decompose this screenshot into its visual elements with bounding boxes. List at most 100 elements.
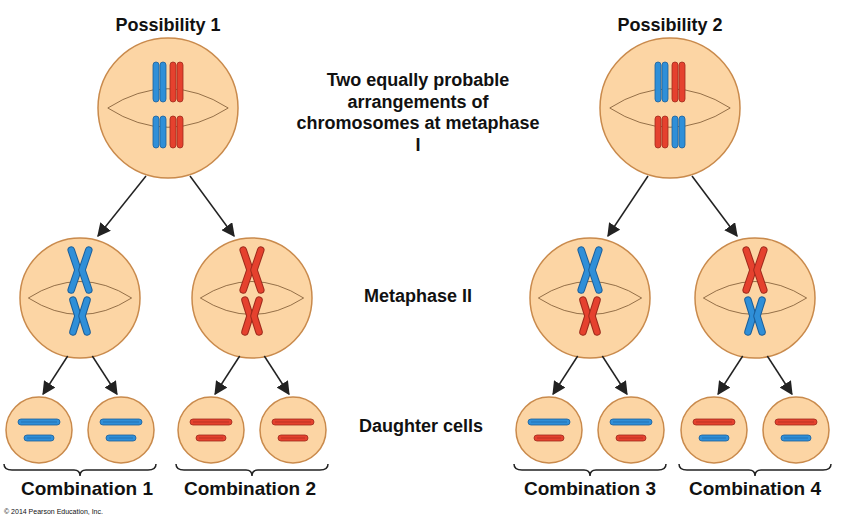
chromosome bbox=[616, 435, 646, 441]
cell-membrane bbox=[681, 397, 747, 463]
chromosome bbox=[272, 419, 314, 425]
chromatid bbox=[245, 300, 250, 332]
cell-membrane bbox=[192, 238, 312, 358]
chromatid bbox=[583, 300, 588, 332]
chromatid bbox=[655, 62, 661, 102]
chromatid bbox=[82, 300, 87, 332]
chromatid bbox=[254, 250, 261, 290]
cell bbox=[516, 397, 582, 463]
spindle-fiber bbox=[108, 89, 228, 108]
spindle-fiber bbox=[610, 89, 730, 108]
cell-membrane bbox=[178, 397, 244, 463]
cell-membrane bbox=[6, 397, 72, 463]
cell-membrane bbox=[598, 397, 664, 463]
chromatid bbox=[757, 250, 764, 290]
cell-membrane bbox=[260, 397, 326, 463]
cell bbox=[260, 397, 326, 463]
copyright-note: © 2014 Pearson Education, Inc. bbox=[4, 508, 103, 516]
chromatid-outline bbox=[581, 250, 588, 290]
chromatid-line bbox=[275, 422, 311, 423]
arrow bbox=[215, 356, 240, 394]
chromatid-outline bbox=[71, 250, 78, 290]
chromosome bbox=[24, 435, 54, 441]
cell-membrane bbox=[763, 397, 829, 463]
chromatid bbox=[672, 62, 678, 102]
chromatid-outline bbox=[245, 300, 250, 332]
chromosome bbox=[610, 419, 652, 425]
spindle-fiber bbox=[28, 282, 131, 299]
chromatid bbox=[592, 300, 597, 332]
arrow bbox=[92, 356, 117, 394]
cell-membrane bbox=[695, 238, 815, 358]
chromatid bbox=[82, 250, 89, 290]
cell-membrane bbox=[516, 397, 582, 463]
chromatid bbox=[153, 62, 159, 102]
chromatid bbox=[254, 300, 259, 332]
spindle-fiber bbox=[538, 282, 641, 299]
chromatid bbox=[662, 62, 668, 102]
chromatid bbox=[177, 62, 183, 102]
stage-label: Metaphase II bbox=[328, 286, 508, 308]
arrow bbox=[553, 356, 578, 394]
combination-label: Combination 2 bbox=[170, 478, 330, 501]
chromatid-outline bbox=[583, 300, 588, 332]
chromosome bbox=[278, 435, 308, 441]
chromatid-outline bbox=[243, 250, 250, 290]
chromatid bbox=[243, 250, 250, 290]
combination-label: Combination 3 bbox=[510, 478, 670, 501]
chromatid bbox=[160, 116, 166, 148]
chromatid-line bbox=[109, 438, 133, 439]
cell bbox=[88, 397, 154, 463]
spindle-fiber bbox=[200, 282, 303, 299]
chromatid bbox=[177, 116, 183, 148]
chromatid-outline bbox=[757, 250, 764, 290]
chromatid-outline bbox=[73, 300, 78, 332]
chromatid-line bbox=[199, 438, 223, 439]
chromatid-line bbox=[619, 438, 643, 439]
chromatid-line bbox=[531, 422, 567, 423]
chromosome bbox=[106, 435, 136, 441]
spindle-fiber bbox=[703, 282, 806, 299]
chromatid bbox=[581, 250, 588, 290]
arrow bbox=[43, 356, 68, 394]
arrow bbox=[692, 176, 737, 236]
chromatid bbox=[748, 300, 753, 332]
spindle-fiber bbox=[108, 108, 228, 127]
cell-membrane bbox=[88, 397, 154, 463]
chromatid bbox=[73, 300, 78, 332]
cell bbox=[598, 397, 664, 463]
chromatid-outline bbox=[592, 300, 597, 332]
chromatid bbox=[71, 250, 78, 290]
stage-label: Daughter cells bbox=[346, 416, 496, 438]
chromosome bbox=[699, 435, 729, 441]
chromatid-line bbox=[702, 438, 726, 439]
chromatid-outline bbox=[757, 300, 762, 332]
chromatid bbox=[672, 116, 678, 148]
cell bbox=[20, 238, 140, 358]
chromatid bbox=[655, 116, 661, 148]
stage-caption: Two equally probable arrangements of chr… bbox=[293, 70, 543, 156]
arrow bbox=[190, 176, 234, 236]
cell-membrane bbox=[600, 38, 740, 178]
arrow bbox=[264, 356, 289, 394]
chromatid bbox=[160, 62, 166, 102]
chromatid-line bbox=[778, 422, 814, 423]
cell bbox=[178, 397, 244, 463]
cell bbox=[98, 38, 238, 178]
cell bbox=[530, 238, 650, 358]
arrow bbox=[608, 176, 648, 236]
chromatid-line bbox=[193, 422, 229, 423]
bracket bbox=[176, 464, 328, 476]
cell bbox=[681, 397, 747, 463]
arrow bbox=[602, 356, 627, 394]
chromosome bbox=[100, 419, 142, 425]
arrow bbox=[718, 356, 743, 394]
chromatid-outline bbox=[748, 300, 753, 332]
cell bbox=[763, 397, 829, 463]
chromatid-outline bbox=[82, 250, 89, 290]
cell-membrane bbox=[20, 238, 140, 358]
chromatid bbox=[170, 116, 176, 148]
chromatid-outline bbox=[82, 300, 87, 332]
cell bbox=[695, 238, 815, 358]
